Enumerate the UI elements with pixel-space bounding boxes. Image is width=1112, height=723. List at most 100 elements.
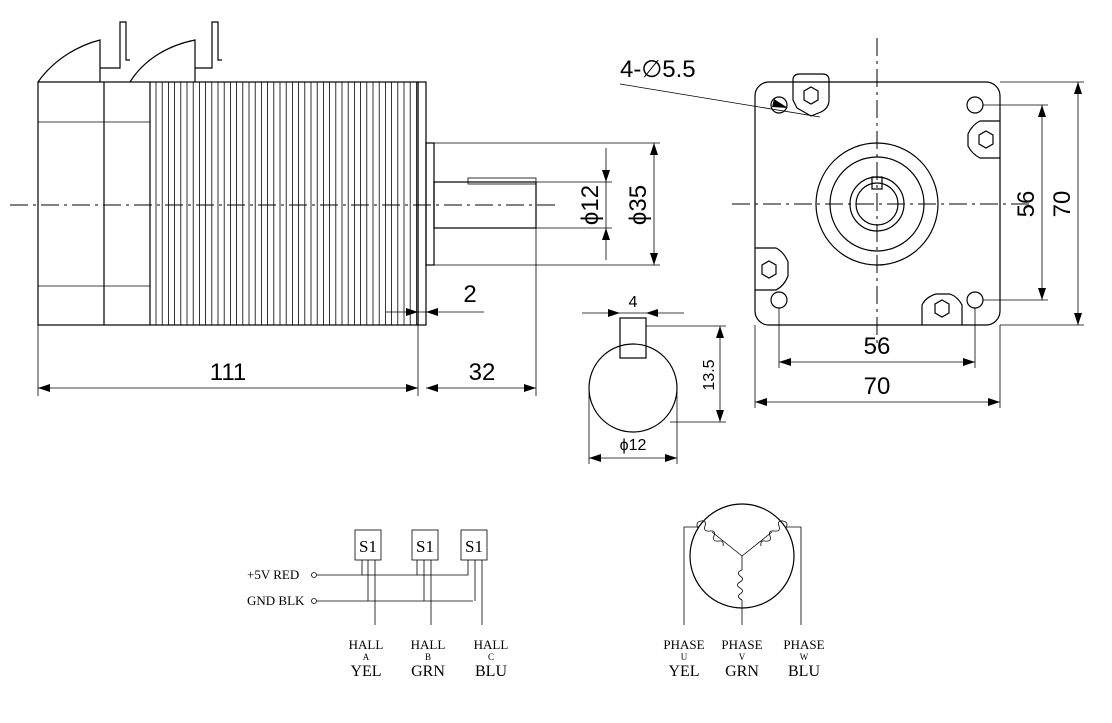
gnd-label: GND BLK xyxy=(247,593,305,608)
mounting-hole-bl xyxy=(770,291,788,309)
hex-boss-left xyxy=(755,247,789,291)
arrow xyxy=(608,309,620,317)
arrow xyxy=(1074,82,1082,94)
arrow xyxy=(650,143,658,155)
pilot-inner-circle xyxy=(829,156,925,252)
connector-cover-1 xyxy=(37,39,101,83)
step-length-label: 2 xyxy=(463,281,476,308)
plus5v-wire xyxy=(362,560,418,576)
shaft-length-label: 32 xyxy=(469,359,496,386)
hall-sensor-label: S1 xyxy=(416,537,434,556)
bolt-spacing-h-label: 56 xyxy=(864,333,891,360)
plus5v-terminal xyxy=(311,572,317,578)
hex-boss-right xyxy=(967,120,1000,159)
shaft-diameter-label: ϕ12 xyxy=(577,185,604,225)
winding-w-lead xyxy=(741,531,773,557)
bolt-spacing-v-label: 56 xyxy=(1013,191,1040,218)
pilot-outer-circle xyxy=(815,142,939,266)
arrow xyxy=(716,326,724,338)
front-flange xyxy=(417,81,427,326)
winding-u-lead xyxy=(711,531,743,557)
hall-c-sub: C xyxy=(488,652,494,662)
phase-u-name: PHASE xyxy=(663,637,704,652)
pilot-diameter-label: ϕ35 xyxy=(625,185,652,225)
mounting-hole-br xyxy=(966,291,984,309)
connector-lead-2 xyxy=(195,21,222,69)
hall-sensor-label: S1 xyxy=(465,537,483,556)
hall-sensor-c xyxy=(460,529,488,561)
connector-lead-1 xyxy=(100,21,130,69)
key-width-label: 4 xyxy=(629,294,638,311)
hex-nut-icon xyxy=(761,260,777,279)
arrow xyxy=(772,99,788,108)
phase-v-sub: V xyxy=(739,652,746,662)
flange-v-label: 70 xyxy=(1049,191,1076,218)
arrow xyxy=(665,454,677,462)
arrow xyxy=(406,308,418,316)
connector-cover-2 xyxy=(129,39,196,83)
key-height-label: 13.5 xyxy=(701,359,718,390)
hall-a-color: YEL xyxy=(350,663,381,680)
arrow xyxy=(1074,313,1082,325)
cooling-fins xyxy=(155,82,417,325)
phase-winding-diagram: PHASE U YEL PHASE V GRN PHASE W BLU xyxy=(663,503,825,680)
arrow xyxy=(38,384,50,392)
shaft-section-view: 4 13.5 ϕ12 xyxy=(582,294,726,464)
body-length-label: 111 xyxy=(210,359,246,386)
phase-u-wire xyxy=(683,526,698,625)
hall-b-color: GRN xyxy=(411,663,445,680)
arrow xyxy=(524,384,536,392)
hall-a-name: HALL xyxy=(349,637,384,652)
hall-c-name: HALL xyxy=(474,637,509,652)
hall-sensor-wiring: +5V RED GND BLK S1 S1 S1 HALL A YEL HALL… xyxy=(247,529,509,680)
shaft-inner-circle xyxy=(855,182,899,226)
key-section xyxy=(619,317,647,359)
phase-v-name: PHASE xyxy=(721,637,762,652)
hole-spec-label: 4-∅5.5 xyxy=(620,56,696,83)
hex-nut-icon xyxy=(978,130,994,149)
arrow xyxy=(646,309,658,317)
hall-sensor-b xyxy=(411,529,439,561)
mounting-hole-tl xyxy=(770,96,788,114)
front-key-slot xyxy=(871,176,883,190)
arrow xyxy=(589,454,601,462)
pilot-boss xyxy=(425,142,435,266)
plus5v-wire xyxy=(417,560,469,576)
phase-w-color: BLU xyxy=(788,663,820,680)
section-diameter-label: ϕ12 xyxy=(620,437,647,454)
arrow xyxy=(406,384,418,392)
arrow xyxy=(426,384,438,392)
phase-u-color: YEL xyxy=(668,663,699,680)
phase-u-sub: U xyxy=(681,652,688,662)
shaft xyxy=(433,181,537,229)
shaft-section-circle xyxy=(588,343,678,433)
arrow xyxy=(1038,288,1046,300)
shaft-key xyxy=(467,177,537,185)
hall-sensor-a xyxy=(354,529,382,561)
hall-a-sub: A xyxy=(363,652,370,662)
phase-w-sub: W xyxy=(800,652,809,662)
hex-nut-icon xyxy=(934,299,950,318)
hall-sensor-label: S1 xyxy=(359,537,377,556)
mounting-hole-tr xyxy=(966,96,984,114)
arrow xyxy=(963,358,975,366)
flange-h-label: 70 xyxy=(864,373,891,400)
arrow xyxy=(755,398,767,406)
arrow xyxy=(426,308,438,316)
phase-w-wire xyxy=(786,526,802,625)
hex-boss-bottom xyxy=(921,293,963,325)
plus5v-wire xyxy=(317,560,363,576)
arrow xyxy=(650,253,658,265)
hall-b-sub: B xyxy=(425,652,431,662)
arrow xyxy=(779,358,791,366)
arrow xyxy=(602,228,610,240)
hall-b-name: HALL xyxy=(411,637,446,652)
arrow xyxy=(602,170,610,182)
gnd-terminal xyxy=(311,598,317,604)
hole-leader-line xyxy=(619,83,821,118)
front-view: 4-∅5.5 56 70 56 70 xyxy=(619,38,1084,408)
coil-u xyxy=(696,520,724,547)
hex-nut-icon xyxy=(803,86,819,105)
arrow xyxy=(716,410,724,422)
coil-v xyxy=(737,569,743,601)
